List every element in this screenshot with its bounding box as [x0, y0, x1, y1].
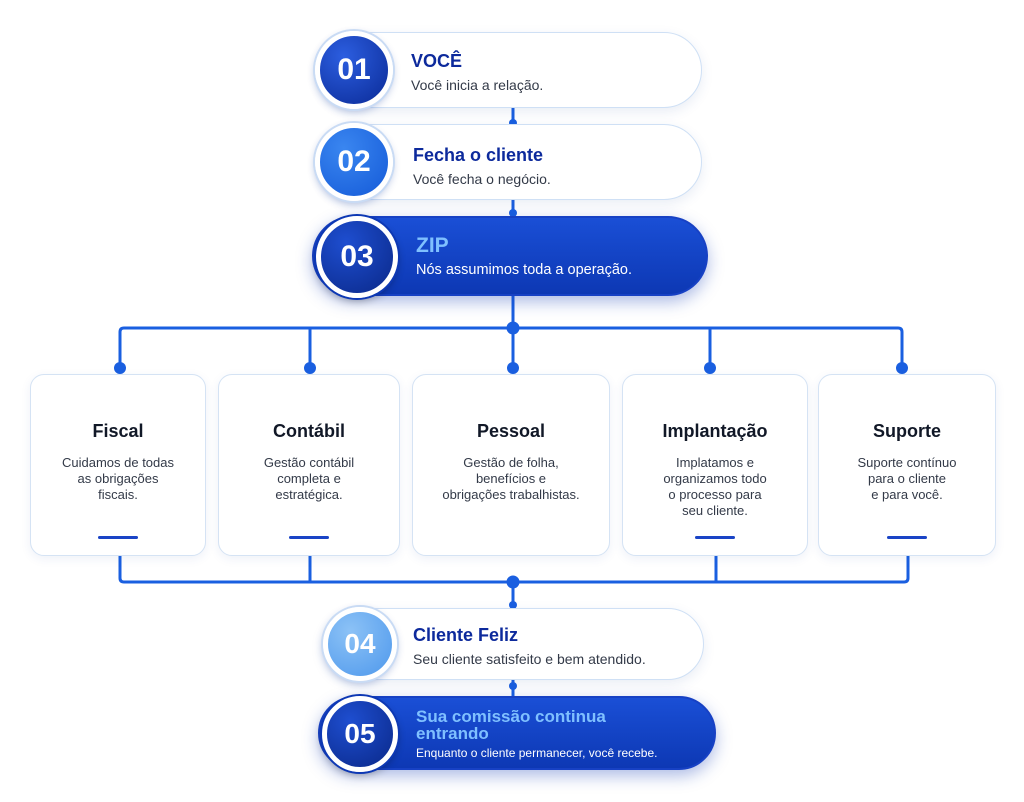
service-description: Implatamos e organizamos todo o processo… [663, 455, 767, 518]
step-title: ZIP [416, 234, 449, 257]
step-description: Você fecha o negócio. [413, 171, 551, 187]
service-card-contabil: Contábil Gestão contábil completa e estr… [218, 374, 400, 556]
step-number-badge: 01 [315, 31, 393, 109]
service-title: Pessoal [476, 421, 546, 441]
step-title-line: Sua comissão continua [416, 707, 606, 726]
step-01: 01 VOCÊ Você inicia a relação. [315, 31, 702, 109]
step-title-line: entrando [416, 724, 489, 743]
step-02: 02 Fecha o cliente Você fecha o negócio. [315, 123, 702, 201]
accent-bar [887, 536, 927, 539]
step-number-badge: 03 [316, 216, 398, 298]
service-title: Fiscal [92, 421, 144, 441]
accent-bar [695, 536, 735, 539]
service-card-implantacao: Implantação Implatamos e organizamos tod… [622, 374, 808, 556]
dot [896, 362, 908, 374]
service-description: Gestão contábil completa e estratégica. [263, 455, 355, 502]
step-description: Enquanto o cliente permanecer, você rece… [416, 746, 658, 760]
step-title: Cliente Feliz [413, 625, 519, 645]
dot [114, 362, 126, 374]
step-title: Sua comissão continua entrando [416, 708, 606, 742]
dot [304, 362, 316, 374]
service-card-suporte: Suporte Suporte contínuo para o cliente … [818, 374, 996, 556]
dot [507, 362, 519, 374]
service-description: Gestão de folha, benefícios e obrigações… [442, 455, 580, 502]
service-card-pessoal: Pessoal Gestão de folha, benefícios e ob… [412, 374, 610, 556]
step-title: Fecha o cliente [413, 145, 544, 165]
step-description: Seu cliente satisfeito e bem atendido. [413, 651, 646, 667]
service-description: Suporte contínuo para o cliente e para v… [857, 455, 957, 502]
step-05: 05 Sua comissão continua entrando Enquan… [318, 696, 716, 772]
step-description: Você inicia a relação. [411, 77, 544, 93]
accent-bar [289, 536, 329, 539]
step-04: 04 Cliente Feliz Seu cliente satisfeito … [322, 607, 704, 681]
hub-dot [506, 321, 520, 335]
hub-dot [506, 575, 520, 589]
step-title: VOCÊ [411, 51, 463, 71]
service-description: Cuidamos de todas as obrigações fiscais. [61, 455, 174, 502]
step-number-badge: 04 [323, 607, 397, 681]
accent-bar [98, 536, 138, 539]
dot [509, 601, 517, 609]
dot [704, 362, 716, 374]
service-title: Implantação [662, 421, 768, 441]
service-title: Suporte [872, 421, 941, 441]
service-card-fiscal: Fiscal Cuidamos de todas as obrigações f… [30, 374, 206, 556]
step-description: Nós assumimos toda a operação. [416, 262, 632, 278]
dot [509, 209, 517, 217]
step-number-badge: 02 [315, 123, 393, 201]
step-number-badge: 05 [322, 696, 398, 772]
service-title: Contábil [273, 421, 345, 441]
dot [509, 682, 517, 690]
step-03: 03 ZIP Nós assumimos toda a operação. [312, 216, 708, 298]
